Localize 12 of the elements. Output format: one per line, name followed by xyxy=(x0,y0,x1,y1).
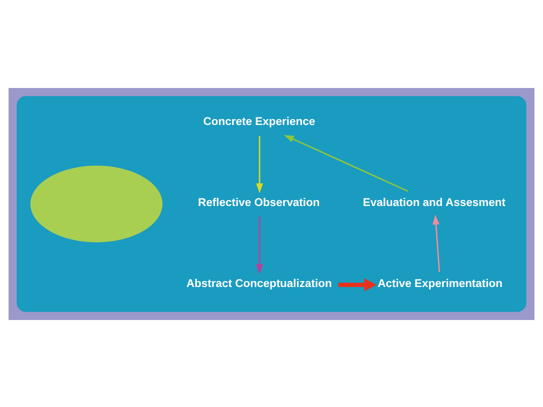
node-ellipse xyxy=(30,165,163,242)
node-text: Reflective Observation xyxy=(198,196,320,208)
arrow xyxy=(256,216,263,274)
arrow xyxy=(432,214,440,272)
node-text: Evaluation and Assesment xyxy=(362,196,506,208)
node-text: Active Experimentation xyxy=(378,277,503,290)
arrow xyxy=(256,135,263,193)
arrow xyxy=(284,134,408,192)
node-text: Concrete Experience xyxy=(203,116,316,128)
cluster xyxy=(16,96,526,312)
arrow xyxy=(338,278,377,291)
node-text: Abstract Conceptualization xyxy=(186,277,332,290)
